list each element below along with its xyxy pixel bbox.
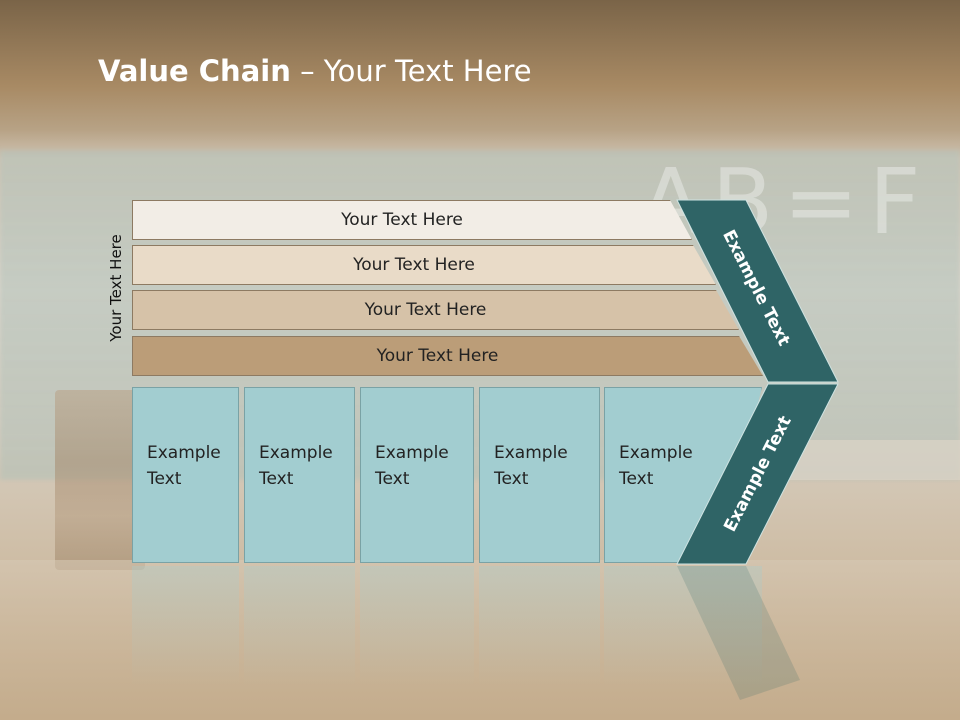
activity-box-1: Example Text xyxy=(132,387,239,563)
bar-1-label: Your Text Here xyxy=(341,210,463,230)
title-bold: Value Chain xyxy=(98,54,291,88)
bar-4: Your Text Here xyxy=(132,336,763,376)
bar-1: Your Text Here xyxy=(132,200,692,240)
box-3-line1: Example xyxy=(375,443,449,463)
box-1-line2: Text xyxy=(147,469,182,489)
bar-2: Your Text Here xyxy=(132,245,716,285)
chevron-top-arm xyxy=(676,199,839,383)
box-5-line1: Example xyxy=(619,443,693,463)
title-rest: – Your Text Here xyxy=(290,54,532,88)
bar-3-label: Your Text Here xyxy=(364,300,487,320)
box-2-line2: Text xyxy=(259,469,294,489)
background-desk xyxy=(0,560,960,720)
box-4-line1: Example xyxy=(494,443,568,463)
box-2-line1: Example xyxy=(259,443,333,463)
bar-2-label: Your Text Here xyxy=(353,255,475,275)
background-books xyxy=(55,390,145,570)
box-3-line2: Text xyxy=(375,469,410,489)
slide-title: Value Chain – Your Text Here xyxy=(98,54,532,88)
box-5-line2: Text xyxy=(619,469,654,489)
box-1-line1: Example xyxy=(147,443,221,463)
box-4-line2: Text xyxy=(494,469,529,489)
activity-box-3: Example Text xyxy=(360,387,474,563)
chevron-bottom-arm xyxy=(676,383,839,565)
activity-box-4: Example Text xyxy=(479,387,600,563)
bar-4-label: Your Text Here xyxy=(376,346,499,366)
activity-box-2: Example Text xyxy=(244,387,355,563)
chevron-reflection xyxy=(677,566,800,700)
bar-3: Your Text Here xyxy=(132,290,739,330)
